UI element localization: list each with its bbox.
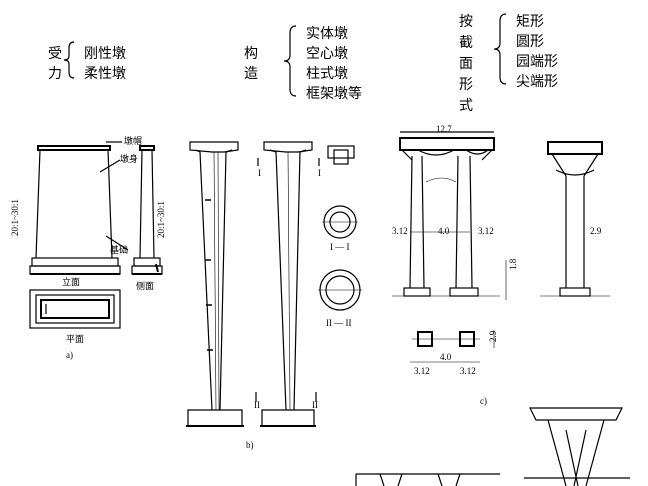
side-label: 侧面 [136,281,155,291]
force-heading: 受 力 [48,44,62,84]
mark-i-right: I [318,168,321,178]
fig-b-elevation-1 [186,141,244,427]
construction-item-list: 实体墩 空心墩 柱式墩 框架墩等 [306,24,362,104]
force-brace [63,41,75,79]
depth-dim: 1.8 [508,258,518,270]
construction-item: 柱式墩 [306,66,348,82]
section-2-label: II — II [326,318,352,328]
body-label: 墩身 [120,154,139,164]
section-heading-char: 形 [459,77,473,93]
fig-c-side [540,141,610,297]
force-item: 刚性墩 [84,46,126,62]
construction-item: 空心墩 [306,46,348,62]
plan-w2-dim: 3.12 [460,366,476,376]
side-height-dim: 2.9 [590,226,602,236]
construction-item: 框架墩等 [306,86,362,102]
spacing-dim: 4.0 [438,226,450,236]
construction-heading: 构 造 [244,44,258,84]
fig-b-elevation-2 [255,141,320,427]
fig-d-partial [524,407,630,486]
pier-body-edges [35,149,113,259]
left-slope-label: 20:1~30:1 [10,199,20,236]
construction-item: 实体墩 [306,26,348,42]
section-item: 尖端形 [516,74,558,90]
foundation-leader [105,235,129,251]
fig-c-plan [410,330,495,363]
mark-i-left: I [258,168,261,178]
fig-b-section-1 [322,205,358,239]
section-heading-char: 截 [459,35,473,51]
plan-height-dim: 2.9 [488,330,498,342]
fig-c-elevation [392,131,507,300]
section-item: 园端形 [516,54,558,70]
section-item: 矩形 [516,14,544,30]
section-item-list: 矩形 圆形 园端形 尖端形 [516,12,558,92]
col-height-left-dim: 3.12 [392,226,408,236]
construction-brace [283,25,297,97]
cap-label: 墩帽 [124,136,143,146]
right-slope-label: 20:1~30:1 [156,201,166,238]
pier-foundation-lower [29,265,121,275]
fig-b-tag: b) [246,440,254,450]
fig-b-section-2 [318,269,362,311]
fig-b-cap-section [327,145,355,165]
force-item-list: 刚性墩 柔性墩 [84,44,126,84]
force-heading-char: 受 [48,46,62,62]
plan-spacing-dim: 4.0 [440,352,452,362]
force-item: 柔性墩 [84,66,126,82]
construction-heading-char: 造 [244,66,258,82]
top-width-dim: 12.7 [436,124,452,134]
fig-e-partial [355,473,500,486]
section-heading-char: 式 [459,98,473,114]
elevation-label: 立面 [62,277,81,287]
fig-a-plan [29,289,121,329]
mark-ii-left: II [254,400,260,410]
plan-label: 平面 [66,334,85,344]
force-heading-char: 力 [48,66,62,82]
pier-cap [37,145,111,151]
fig-a-tag: a) [66,350,73,360]
plan-w1-dim: 3.12 [414,366,430,376]
fig-a-side [131,145,163,275]
fig-c-tag: c) [480,396,487,406]
construction-heading-char: 构 [244,46,258,62]
section-heading-char: 按 [459,14,473,30]
section-heading: 按 截 面 形 式 [459,12,473,117]
fig-a-elevation [29,141,129,275]
pier-foundation-upper [31,257,119,267]
mark-ii-right: II [312,400,318,410]
body-leader [99,159,121,173]
section-brace [493,13,507,85]
foundation-label: 基础 [110,245,129,255]
col-height-right-dim: 3.12 [478,226,494,236]
section-1-label: I — I [330,242,350,252]
section-heading-char: 面 [459,56,473,72]
section-item: 圆形 [516,34,544,50]
